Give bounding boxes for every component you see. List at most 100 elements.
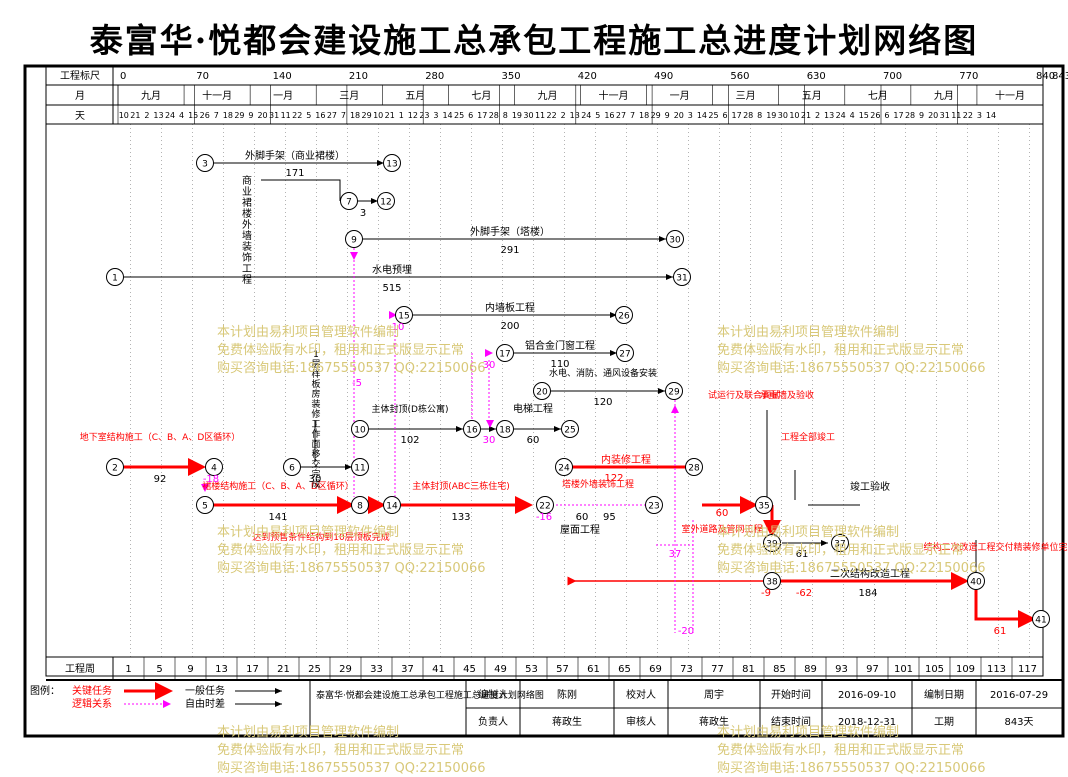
day-cell: 6 — [468, 111, 473, 120]
ruler-tick: 350 — [502, 71, 521, 82]
week-cell: 45 — [463, 664, 476, 675]
node-label: 23 — [648, 502, 659, 512]
node-label: 37 — [834, 540, 845, 550]
float-value: 30 — [483, 360, 496, 371]
vertical-char: 样 — [311, 368, 320, 380]
vertical-char: 成 — [311, 478, 320, 490]
day-cell: 9 — [665, 111, 670, 120]
day-cell: 16 — [315, 111, 325, 120]
duration-label: -9 — [761, 588, 771, 599]
activity-label: 铝合金门窗工程 — [525, 339, 595, 352]
week-cell: 29 — [339, 664, 352, 675]
svg-text:2018-12-31: 2018-12-31 — [838, 717, 896, 728]
vertical-char: 饰 — [242, 251, 252, 264]
svg-text:蒋政生: 蒋政生 — [699, 715, 729, 728]
node-label: 8 — [357, 502, 363, 512]
node-label: 11 — [354, 464, 365, 474]
day-cell: 19 — [512, 111, 522, 120]
float-value: -18 — [203, 474, 219, 485]
vertical-char: 移 — [311, 448, 320, 460]
node-label: 27 — [619, 350, 630, 360]
day-cell: 8 — [757, 111, 762, 120]
critical-activity-label: 裙楼结构施工（C、B、A、D区循环） — [202, 480, 354, 492]
vertical-char: 房 — [311, 388, 320, 400]
day-label: 天 — [75, 111, 85, 122]
watermark-text: 本计划由易利项目管理软件编制 — [217, 525, 399, 540]
legend-label: 图例： — [30, 684, 60, 697]
critical-activity-label: 承重墙及验收 — [760, 389, 814, 401]
node-label: 35 — [758, 502, 769, 512]
svg-text:负责人: 负责人 — [478, 715, 508, 728]
info-project: 泰富华·悦都会建设施工总承包工程施工总进度计划网络图 — [316, 689, 544, 701]
vertical-char: 层 — [311, 359, 320, 370]
week-cell: 117 — [1018, 664, 1037, 675]
vertical-char: 程 — [242, 274, 252, 286]
svg-text:工期: 工期 — [934, 716, 954, 728]
node-label: 3 — [202, 160, 208, 170]
day-cell: 21 — [801, 111, 811, 120]
critical-activity-label: 试运行及联合调试 — [708, 389, 780, 401]
watermark-text: 本计划由易利项目管理软件编制 — [717, 525, 899, 540]
week-cell: 49 — [494, 664, 507, 675]
week-cell: 89 — [804, 664, 817, 675]
node-17 — [496, 344, 514, 362]
node-37 — [831, 534, 849, 552]
week-cell: 101 — [894, 664, 913, 675]
week-cell: 25 — [308, 664, 321, 675]
node-26 — [615, 306, 633, 324]
day-cell: 22 — [292, 111, 302, 120]
svg-text:陈刚: 陈刚 — [557, 688, 577, 701]
node-14 — [383, 496, 401, 514]
day-cell: 29 — [234, 111, 244, 120]
duration-label: 61 — [796, 549, 809, 560]
node-22 — [536, 496, 554, 514]
node-label: 26 — [618, 312, 630, 322]
week-cell: 113 — [987, 664, 1006, 675]
day-cell: 6 — [722, 111, 727, 120]
vertical-char: 板 — [311, 378, 320, 390]
month-cell: 十一月 — [202, 89, 232, 102]
day-cell: 25 — [454, 111, 464, 120]
vertical-char: 裙 — [242, 196, 252, 209]
watermark-text: 本计划由易利项目管理软件编制 — [217, 325, 399, 340]
week-cell: 105 — [925, 664, 944, 675]
week-cell: 109 — [956, 664, 975, 675]
node-18 — [496, 420, 514, 438]
node-label: 17 — [499, 350, 510, 360]
vertical-char: 工 — [311, 420, 320, 430]
node-5 — [196, 496, 214, 514]
svg-text:蒋政生: 蒋政生 — [552, 715, 582, 728]
month-cell: 三月 — [736, 90, 756, 102]
node-38 — [763, 572, 781, 590]
week-cell: 61 — [587, 664, 600, 675]
week-cell: 65 — [618, 664, 631, 675]
day-cell: 20 — [674, 111, 684, 120]
week-cell: 5 — [156, 664, 162, 675]
day-cell: 17 — [477, 111, 487, 120]
activity-label: 主体封顶(D栋公寓) — [372, 403, 449, 415]
month-cell: 一月 — [273, 90, 293, 102]
day-cell: 6 — [884, 111, 889, 120]
float-value: 37 — [669, 549, 682, 560]
duration-label: 110 — [550, 359, 569, 370]
ruler-tick: 70 — [196, 71, 209, 82]
day-cell: 7 — [341, 111, 346, 120]
watermark-text: 免费体验版有水印，租用和正式版显示正常 — [217, 342, 464, 358]
node-28 — [685, 458, 703, 476]
week-cell: 33 — [370, 664, 383, 675]
week-cell: 93 — [835, 664, 848, 675]
month-cell: 五月 — [802, 90, 822, 102]
week-cell: 41 — [432, 664, 445, 675]
duration-label: 61 — [994, 626, 1007, 637]
week-cell: 73 — [680, 664, 693, 675]
node-label: 7 — [346, 198, 352, 208]
float-value: -5 — [352, 378, 362, 389]
vertical-char: 业 — [242, 186, 252, 198]
watermark-text: 免费体验版有水印，租用和正式版显示正常 — [717, 342, 964, 358]
legend-logic: 逻辑关系 — [72, 697, 112, 710]
week-cell: 17 — [246, 664, 259, 675]
svg-text:843天: 843天 — [1004, 717, 1033, 728]
month-cell: 九月 — [141, 90, 161, 102]
day-cell: 12 — [408, 111, 418, 120]
vertical-char: 外 — [242, 219, 252, 231]
